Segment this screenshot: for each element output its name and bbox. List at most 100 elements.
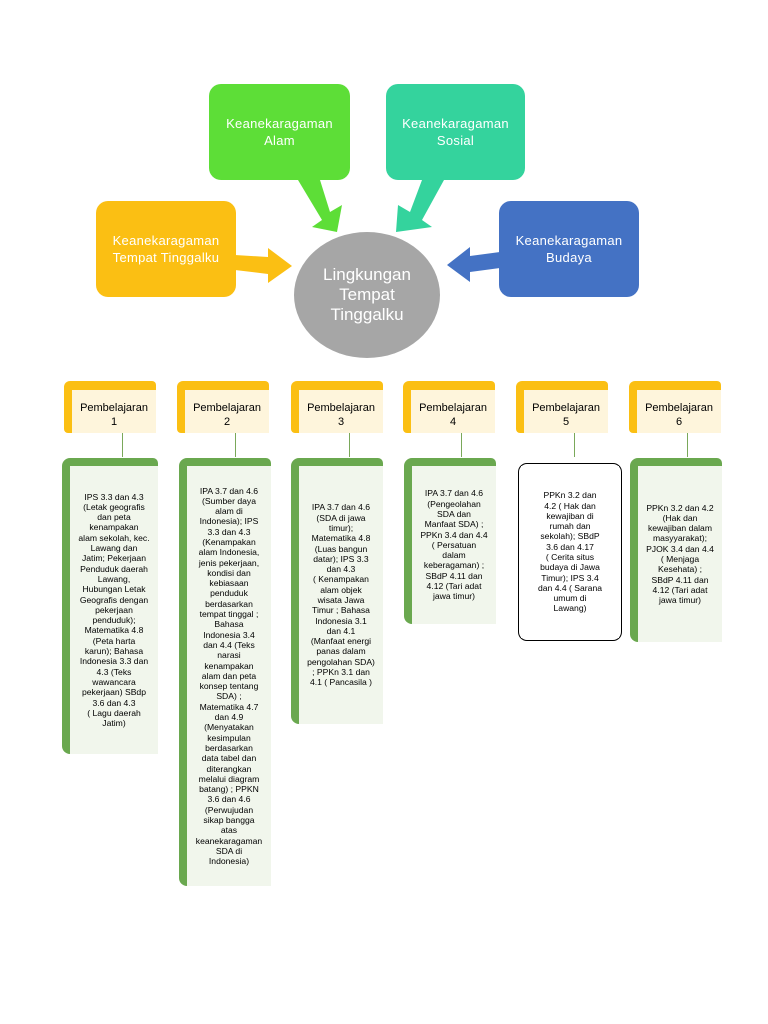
lesson-content-line: Indonesia 3.1 bbox=[315, 615, 367, 626]
lesson-content-line: Manfaat SDA) ; bbox=[424, 519, 484, 530]
center-line: Tinggalku bbox=[330, 305, 404, 324]
lesson-content-line: kenampakan bbox=[89, 522, 139, 533]
lesson-content-line: dan 4.9 bbox=[214, 712, 244, 723]
lesson-content-line: pekerjaan) SBdp bbox=[81, 687, 146, 698]
lesson-content-line: Jatim; Pekerjaan bbox=[81, 553, 146, 564]
lesson-content-line: dan 4.3 bbox=[326, 564, 356, 575]
lesson-content-line: Penduduk daerah bbox=[80, 563, 148, 574]
lesson-content-line: alam sekolah, kec. bbox=[78, 532, 150, 543]
lesson-connector bbox=[687, 433, 688, 457]
lesson-content-line: masyyarakat); bbox=[653, 533, 707, 544]
lesson-content-line: batang) ; PPKN bbox=[199, 784, 259, 795]
lesson-content-line: Timur ; Bahasa bbox=[312, 605, 370, 616]
lesson-content-line: 4.3 (Teks bbox=[96, 666, 132, 677]
lesson-content-line: (SDA di jawa bbox=[316, 512, 366, 523]
lesson-content-line: 3.3 dan 4.3 bbox=[207, 526, 251, 537]
lesson-content-line: ( Persatuan bbox=[431, 539, 477, 550]
lesson-content-line: Indonesia 3.4 bbox=[203, 629, 255, 640]
box-label-line: Sosial bbox=[436, 133, 475, 148]
lesson-content-line: 4.1 ( Pancasila ) bbox=[309, 677, 373, 688]
lesson-content-line: Indonesia) bbox=[208, 856, 250, 867]
lesson-content-line: keanekaragaman bbox=[195, 835, 263, 846]
lesson-content-line: wisata Jawa bbox=[317, 595, 365, 605]
lesson-content-line: 4.12 (Tari adat bbox=[652, 584, 708, 595]
lesson-content-line: ( Menjaga bbox=[660, 554, 700, 564]
lesson-content-line: karun); Bahasa bbox=[84, 646, 144, 657]
lesson-content-line: dalam bbox=[442, 550, 466, 561]
lesson-content-line: SDA) ; bbox=[216, 691, 242, 702]
lesson-content-line: narasi bbox=[217, 650, 241, 661]
box-label-line: Keanekaragaman bbox=[402, 116, 509, 131]
lesson-content-line: PPKn 3.4 dan 4.4 bbox=[420, 529, 488, 540]
lesson-content-line: kenampakan bbox=[204, 660, 254, 671]
lesson-content-line: IPA 3.7 dan 4.6 bbox=[199, 485, 259, 496]
lesson-title: Pembelajaran bbox=[419, 402, 487, 414]
lesson-content-line: IPS 3.3 dan 4.3 bbox=[84, 491, 144, 502]
lesson-number: 4 bbox=[449, 416, 457, 428]
lesson-content-line: wawancara bbox=[92, 676, 136, 687]
lesson-number: 3 bbox=[337, 416, 345, 428]
lesson-content-line: 3.6 dan 4.3 bbox=[92, 697, 136, 708]
lesson-content-line: jawa timur) bbox=[658, 595, 702, 606]
lesson-content-line: alam dan peta bbox=[201, 670, 257, 681]
lesson-content-line: (Sumber daya bbox=[202, 495, 256, 506]
lesson-content-line: Timur); IPS 3.4 bbox=[541, 572, 599, 583]
box-label-line: Tempat Tinggalku bbox=[112, 250, 220, 265]
lesson-content-line: PPKn 3.2 dan bbox=[543, 490, 597, 501]
lesson-number: 1 bbox=[110, 416, 118, 428]
lesson-content-line: dan 4.1 bbox=[326, 625, 356, 636]
lesson-content-line: data tabel dan bbox=[201, 753, 257, 764]
box-label-line: Alam bbox=[264, 133, 295, 148]
lesson-header: Pembelajaran 4 bbox=[403, 381, 495, 433]
lesson-content-line: 4.2 ( Hak dan bbox=[544, 500, 596, 511]
lesson-content-line: budaya di Jawa bbox=[540, 562, 600, 573]
lesson-number: 6 bbox=[675, 416, 683, 428]
lesson-content-line: ( Kenampakan bbox=[313, 574, 369, 585]
lesson-content-line: ( Lagu daerah bbox=[87, 707, 141, 718]
box-label-line: Keanekaragaman bbox=[515, 233, 623, 248]
lesson-content-line: 3.6 dan 4.17 bbox=[546, 541, 594, 552]
lesson-content-line: berdasarkan bbox=[205, 742, 253, 753]
lesson-title: Pembelajaran bbox=[80, 402, 148, 414]
lesson-number: 2 bbox=[223, 416, 231, 428]
lesson-content-line: penduduk bbox=[210, 588, 248, 599]
lesson-content-line: alam di bbox=[215, 506, 243, 517]
center-line: Tempat bbox=[339, 285, 395, 304]
lesson-content-line: (Perwujudan bbox=[204, 804, 254, 815]
lesson-content-line: SBdP 4.11 dan bbox=[651, 574, 709, 585]
lesson-content-line: IPA 3.7 dan 4.6 bbox=[311, 502, 371, 513]
lesson-content-line: alam objek bbox=[320, 584, 362, 595]
lesson-content-line: Hubungan Letak bbox=[82, 584, 146, 595]
lesson-content-line: ( Cerita situs bbox=[545, 552, 595, 562]
lesson-content-line: (Kenampakan bbox=[202, 536, 256, 547]
lesson-content-line: IPA 3.7 dan 4.6 bbox=[424, 488, 484, 499]
lesson-title: Pembelajaran bbox=[532, 402, 600, 414]
lesson-content-line: dan peta bbox=[97, 512, 131, 523]
lesson-content-line: (Hak dan bbox=[662, 512, 698, 523]
lesson-content-line: datar); IPS 3.3 bbox=[313, 553, 369, 564]
lesson-content-line: Indonesia); IPS bbox=[199, 516, 259, 527]
lesson-title: Pembelajaran bbox=[307, 402, 375, 414]
lesson-connector bbox=[122, 433, 123, 457]
lesson-content-line: alam Indonesia, bbox=[198, 547, 260, 558]
lesson-content-line: Geografis dengan bbox=[79, 594, 149, 605]
center-line: Lingkungan bbox=[323, 265, 411, 284]
box-label-line: Keanekaragaman bbox=[112, 233, 220, 248]
lesson-title: Pembelajaran bbox=[645, 402, 713, 414]
lesson-content-line: (Pengeolahan bbox=[427, 498, 481, 509]
lesson-content-line: Lawang dan bbox=[90, 543, 138, 554]
lesson-content-line: rumah dan bbox=[549, 521, 591, 532]
lesson-content-line: PJOK 3.4 dan 4.4 bbox=[646, 543, 714, 554]
lesson-content-line: timur); bbox=[328, 522, 354, 533]
lesson-content-line: jawa timur) bbox=[432, 591, 476, 602]
